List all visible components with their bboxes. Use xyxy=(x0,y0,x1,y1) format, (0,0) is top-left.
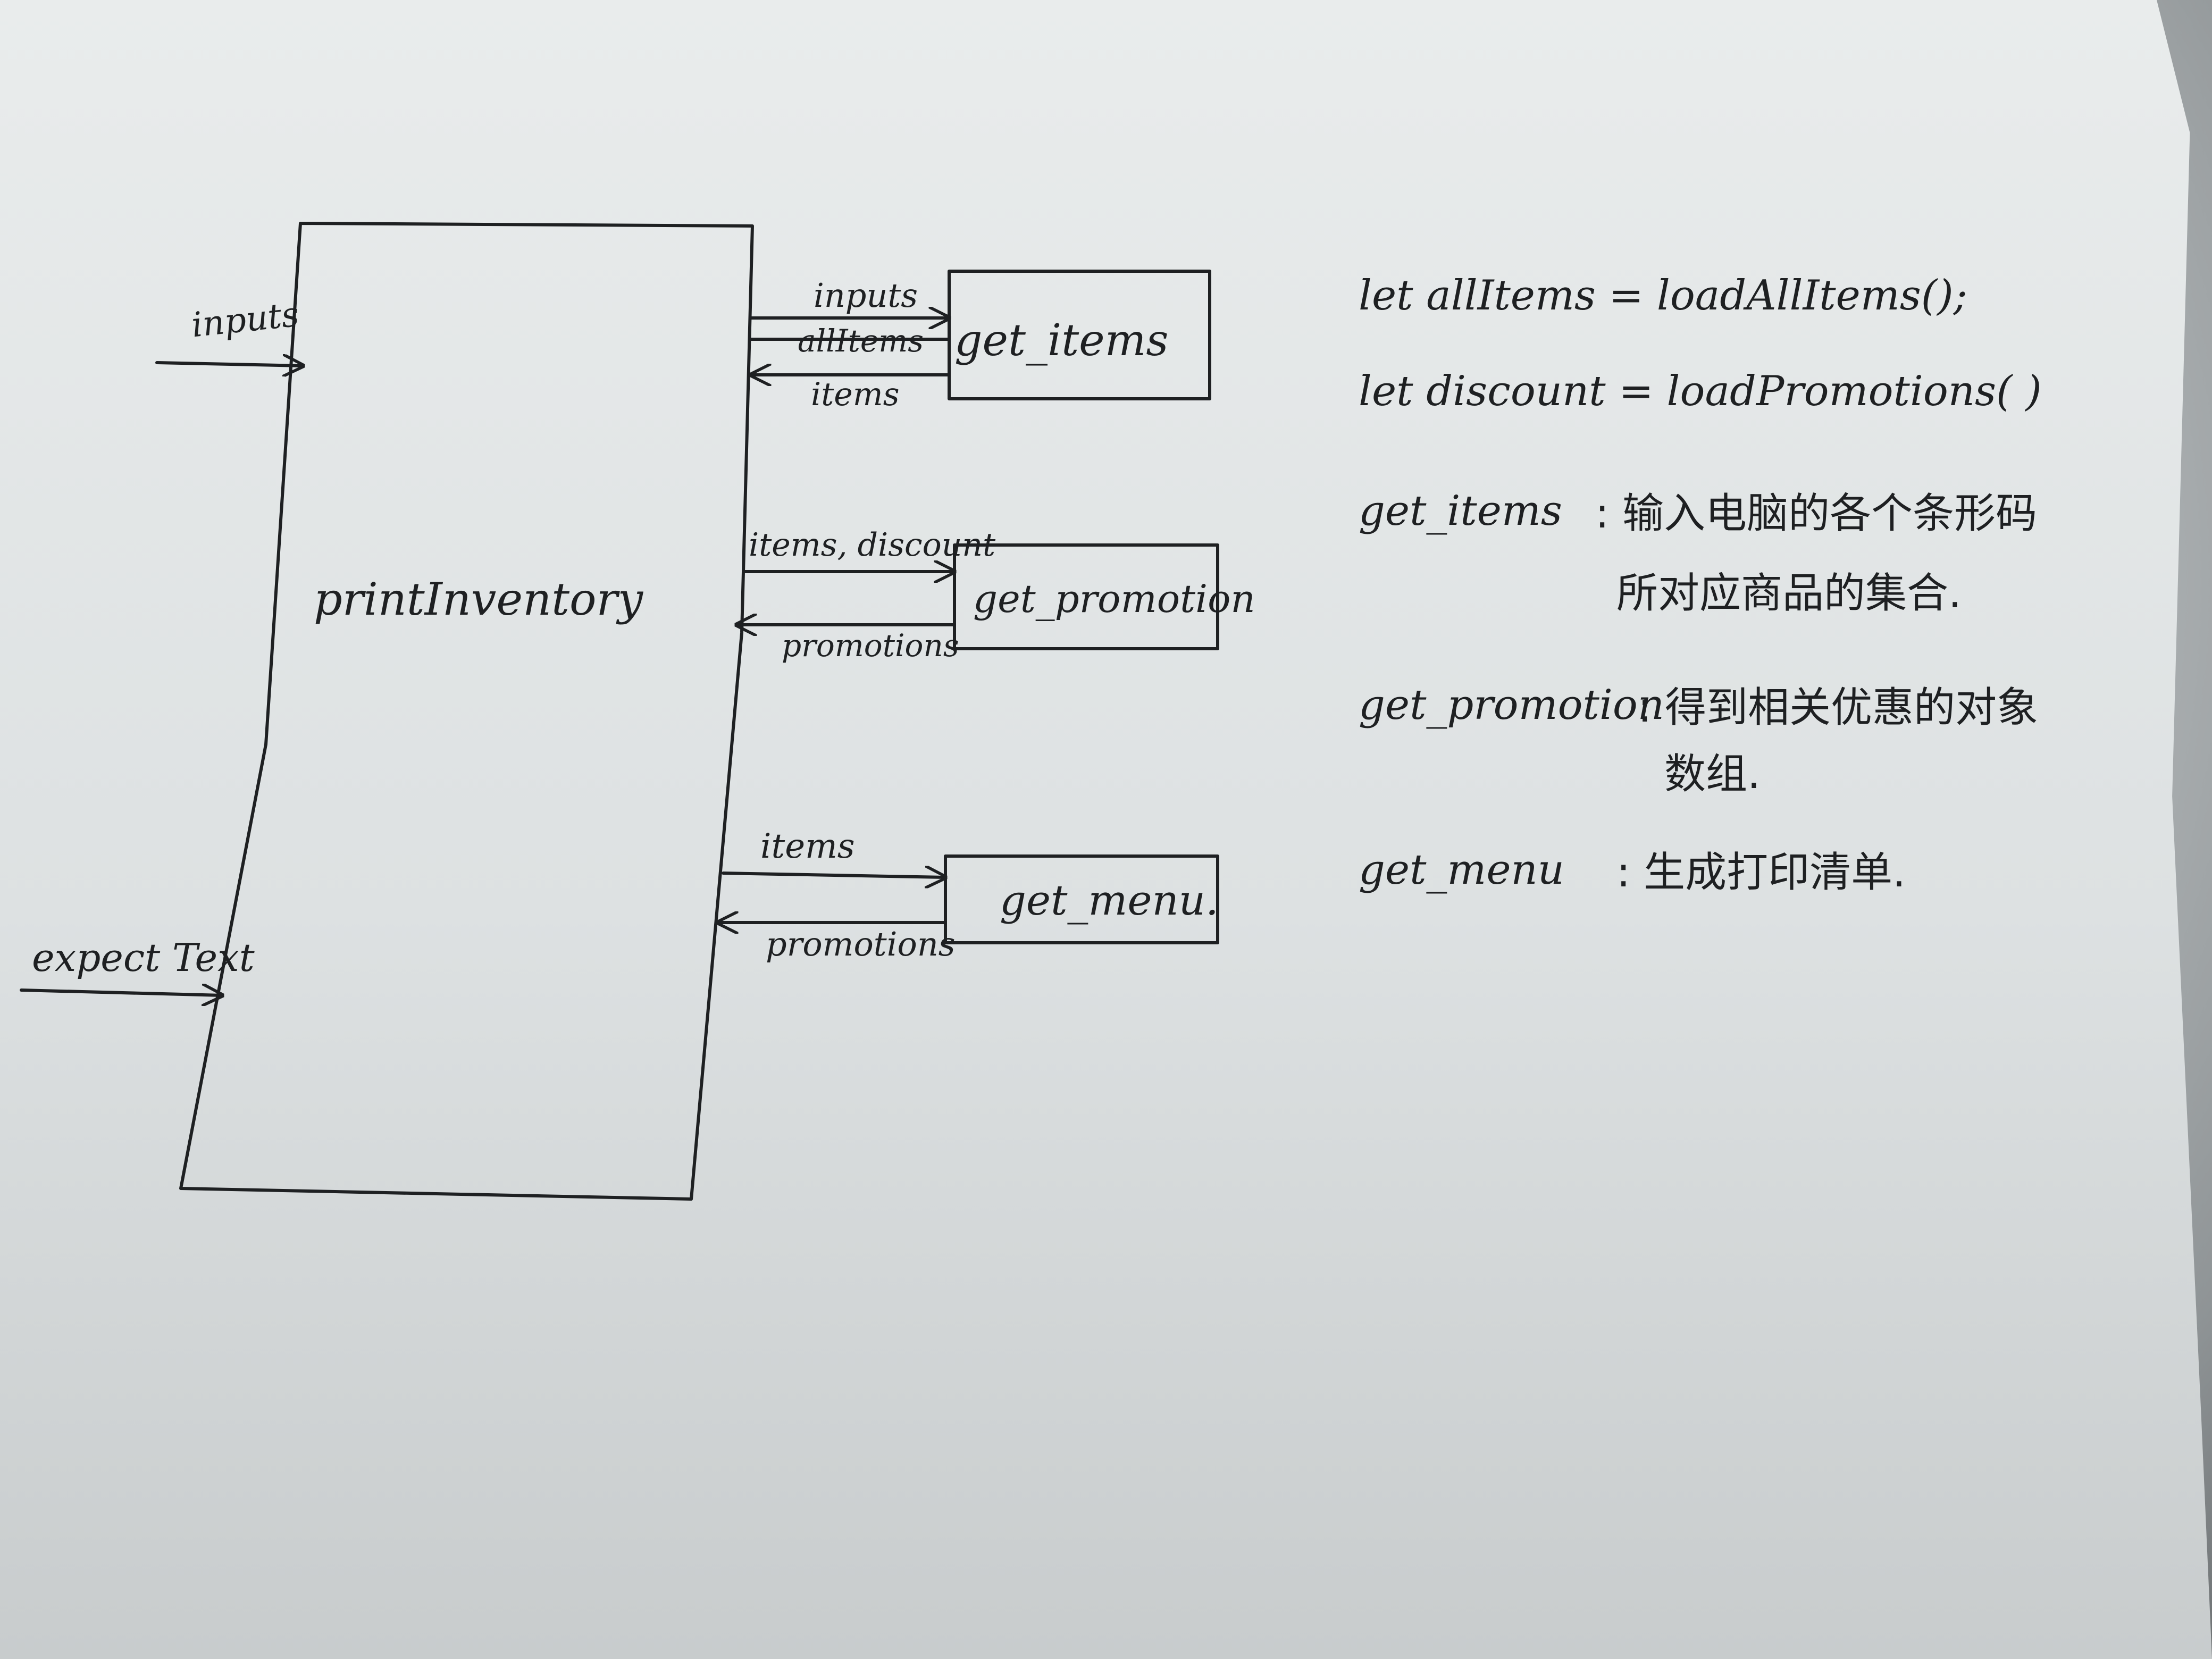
note-get-promotion-key: get_promotion xyxy=(1359,681,1665,729)
note-get-items-key: get_items xyxy=(1359,487,1562,535)
get-menu-box-label: get_menu. xyxy=(1000,877,1219,925)
get-menu-items-label: items xyxy=(760,827,855,866)
get-promotion-items-discount-label: items, discount xyxy=(749,526,996,564)
expect-text-label: expect Text xyxy=(32,935,255,980)
main-block-outline xyxy=(179,222,754,1201)
note-get-items-desc-2: 所对应商品的集合. xyxy=(1616,569,1962,617)
note-get-menu-key: get_menu xyxy=(1359,846,1565,894)
get-items-inputs-label: inputs xyxy=(814,276,918,315)
note-get-menu-desc: : 生成打印清单. xyxy=(1616,849,1906,896)
get-menu-box xyxy=(944,854,1219,944)
get-promotion-box xyxy=(953,543,1219,650)
main-block-label: printInventory xyxy=(314,573,643,625)
note-line-allitems: let allItems = loadAllItems(); xyxy=(1359,272,1967,320)
note-line-discount: let discount = loadPromotions( ) xyxy=(1359,367,2042,415)
note-get-promotion-desc-2: 数组. xyxy=(1664,750,1761,798)
get-menu-promotions-label: promotions xyxy=(766,925,956,963)
note-get-promotion-desc-1: : 得到相关优惠的对象 xyxy=(1638,684,2039,732)
get-promotion-promotions-label: promotions xyxy=(782,627,959,664)
get-items-box-label: get_items xyxy=(954,315,1169,366)
get-items-allitems-label: allItems xyxy=(798,323,924,359)
expect-text-arrow xyxy=(20,990,222,995)
get-promotion-box-label: get_promotion xyxy=(973,576,1255,621)
get-items-items-label: items xyxy=(811,376,900,413)
note-get-items-desc-1: : 输入电脑的各个条形码 xyxy=(1595,490,2038,538)
inputs-arrow xyxy=(155,363,303,366)
items-to-get-menu-arrow xyxy=(722,873,945,877)
get-items-box xyxy=(948,270,1211,400)
